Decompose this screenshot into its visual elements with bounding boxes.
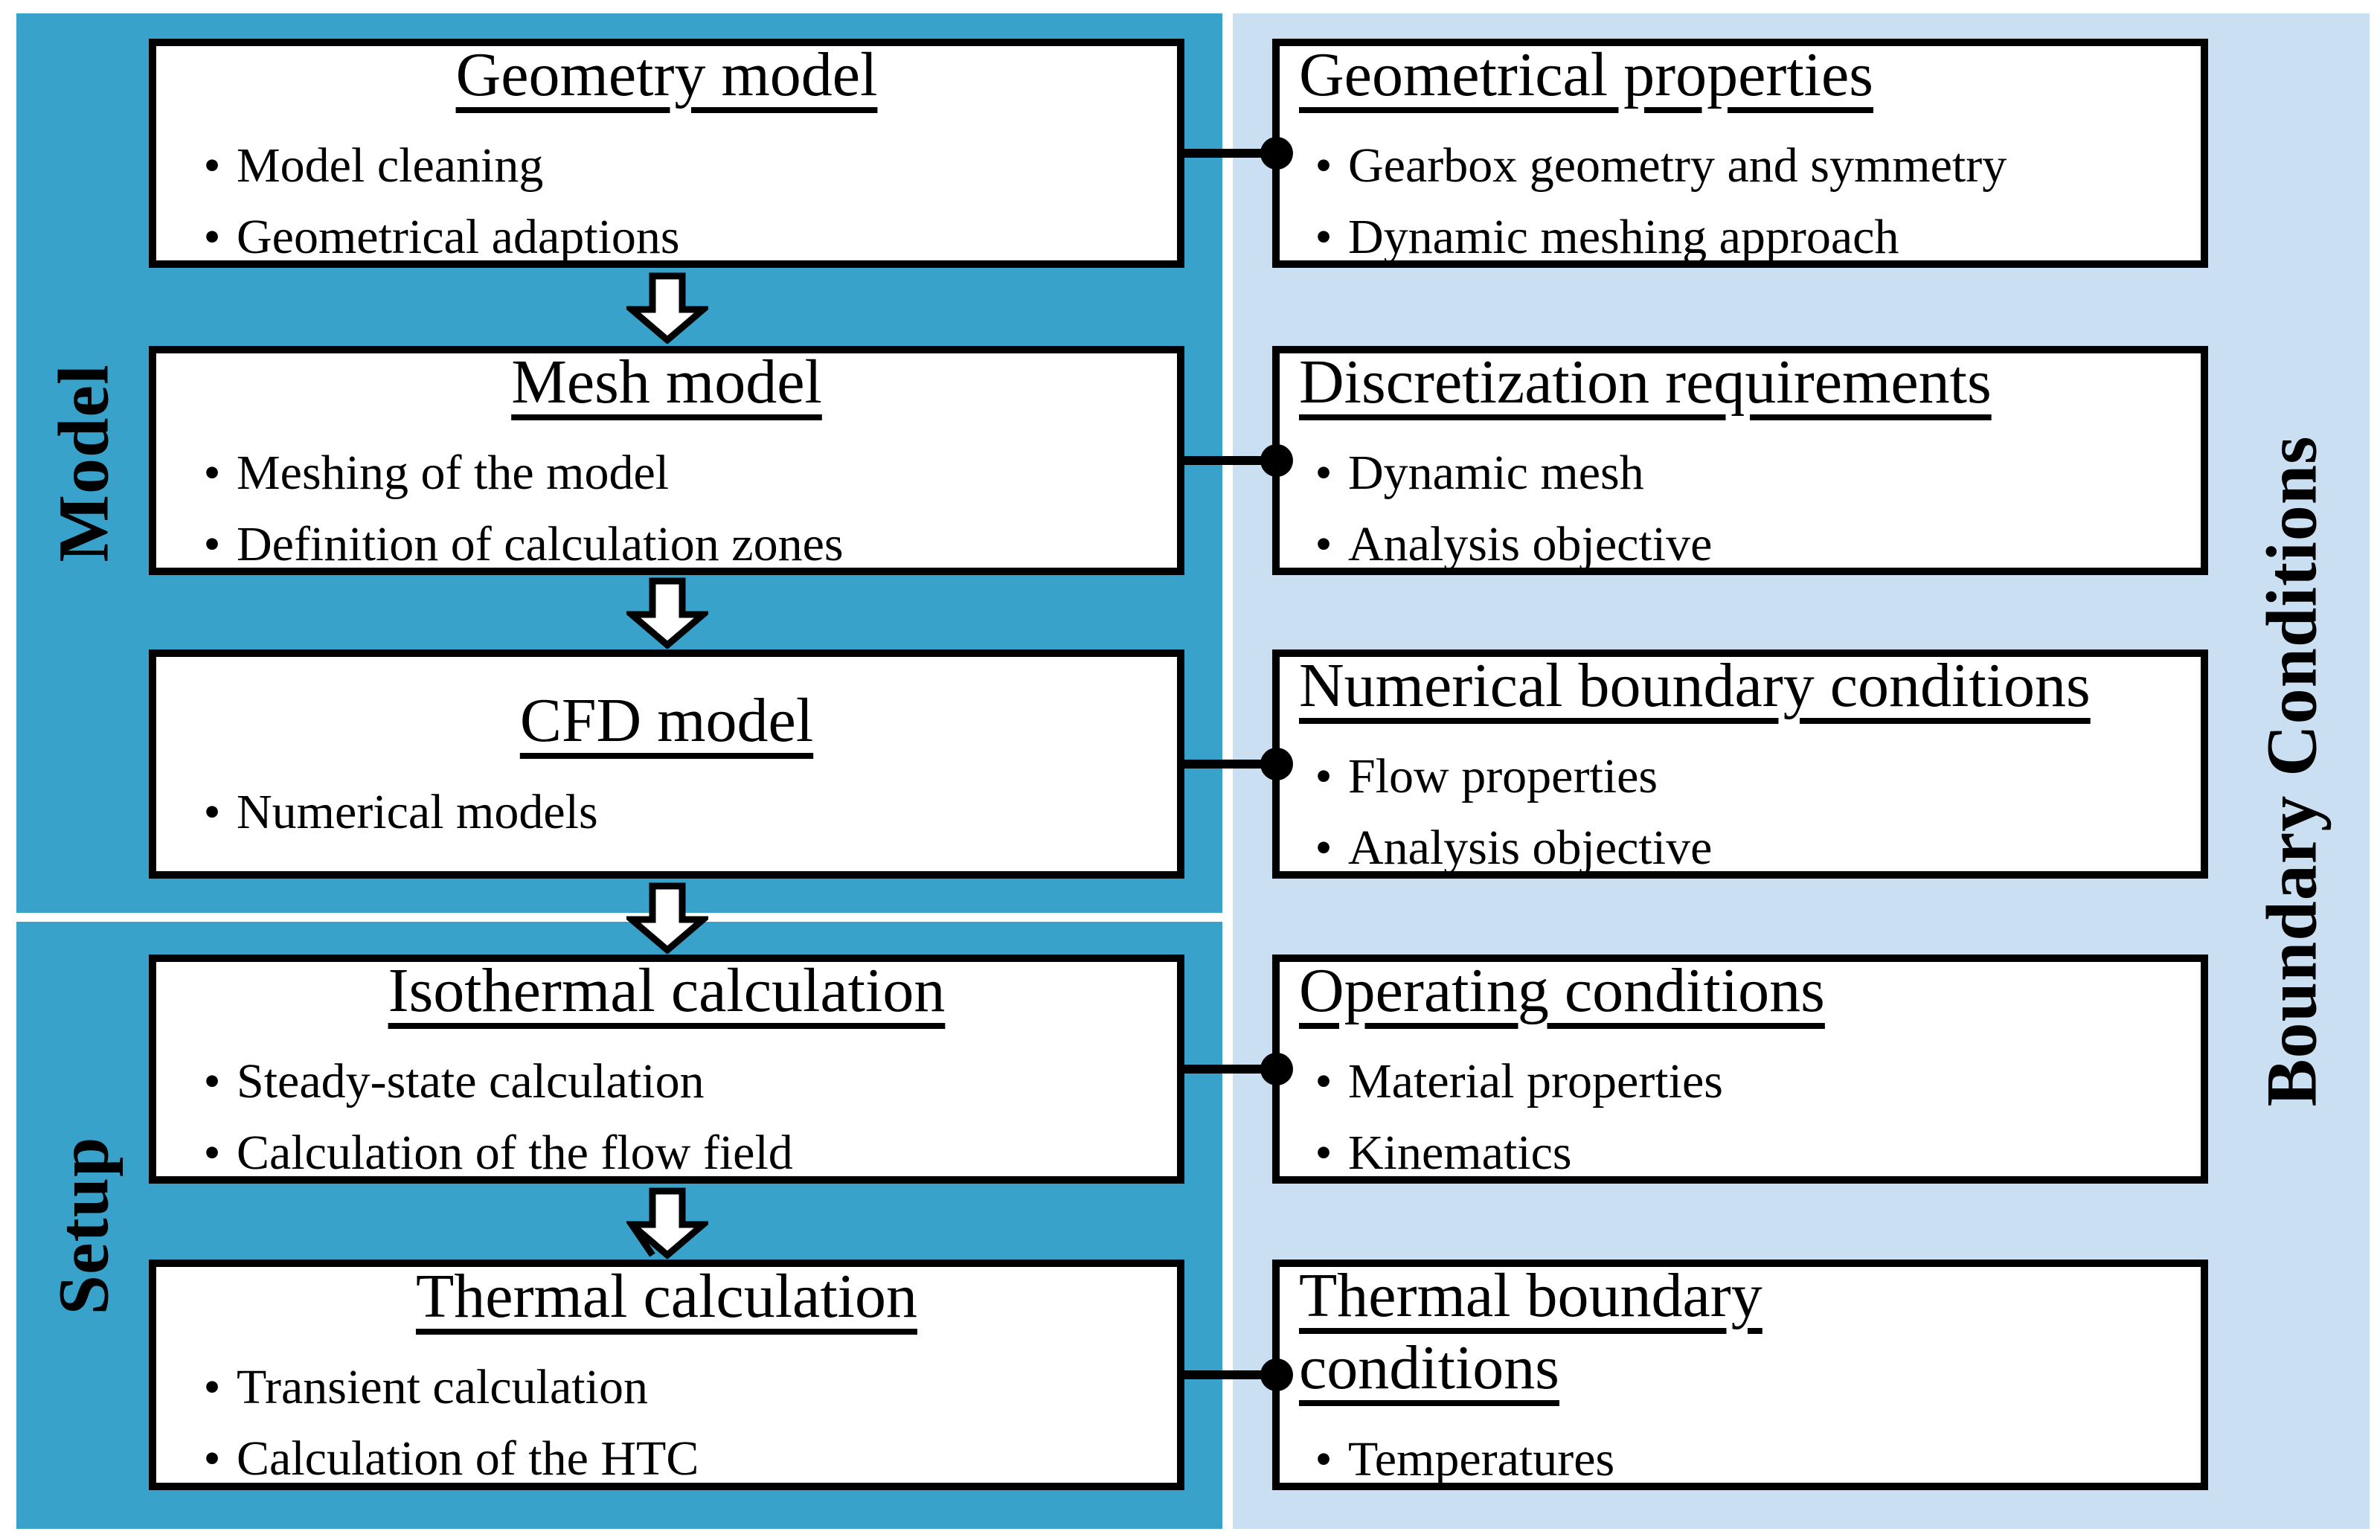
bullet-list: •Model cleaning •Geometrical adaptions <box>156 130 1177 272</box>
box-discretization-requirements: Discretization requirements •Dynamic mes… <box>1272 346 2208 575</box>
bullet-item: •Meshing of the model <box>156 437 1177 509</box>
bullet-item: •Definition of calculation zones <box>156 509 1177 580</box>
box-title: Thermal boundary conditions <box>1299 1260 1762 1403</box>
box-title: Discretization requirements <box>1299 347 1992 417</box>
box-title: Thermal calculation <box>415 1261 917 1331</box>
bullet-icon: • <box>1315 516 1332 571</box>
bullet-item: •Model cleaning <box>156 130 1177 202</box>
bullet-item: •Dynamic mesh <box>1280 437 2201 509</box>
box-thermal-boundary-conditions: Thermal boundary conditions •Temperature… <box>1272 1260 2208 1490</box>
box-cfd-model: CFD model •Numerical models <box>149 649 1184 879</box>
box-mesh-model: Mesh model •Meshing of the model •Defini… <box>149 346 1184 575</box>
box-title: Operating conditions <box>1299 955 1825 1025</box>
bullet-item: •Steady-state calculation <box>156 1046 1177 1117</box>
bullet-item: •Flow properties <box>1280 741 2201 812</box>
box-numerical-boundary-conditions: Numerical boundary conditions •Flow prop… <box>1272 649 2208 879</box>
bullet-icon: • <box>203 209 221 264</box>
box-title: Geometry model <box>455 39 878 109</box>
box-thermal-calculation: Thermal calculation •Transient calculati… <box>149 1260 1184 1490</box>
bullet-icon: • <box>203 1054 221 1109</box>
bullet-item: •Temperatures <box>1280 1424 2201 1495</box>
bullet-icon: • <box>1315 1125 1332 1180</box>
down-arrow-icon <box>625 1187 713 1260</box>
bullet-list: •Transient calculation •Calculation of t… <box>156 1352 1177 1494</box>
bullet-item: •Transient calculation <box>156 1352 1177 1423</box>
connector-dot <box>1260 1358 1293 1391</box>
bullet-icon: • <box>203 446 221 501</box>
bullet-icon: • <box>203 1360 221 1415</box>
bullet-icon: • <box>1315 749 1332 804</box>
bullet-icon: • <box>1315 1054 1332 1109</box>
bullet-list: •Steady-state calculation •Calculation o… <box>156 1046 1177 1188</box>
bullet-list: •Material properties •Kinematics <box>1280 1046 2201 1188</box>
box-title: Isothermal calculation <box>388 955 946 1025</box>
boundary-conditions-label: Boundary Conditions <box>2251 435 2332 1107</box>
bullet-icon: • <box>203 784 221 839</box>
box-title: Geometrical properties <box>1299 39 1873 109</box>
box-title: Mesh model <box>511 347 822 417</box>
bullet-icon: • <box>1315 209 1332 264</box>
bullet-item: •Geometrical adaptions <box>156 202 1177 273</box>
connector-dot <box>1260 137 1293 170</box>
bullet-icon: • <box>203 516 221 571</box>
bullet-icon: • <box>1315 1431 1332 1486</box>
bullet-icon: • <box>1315 820 1332 875</box>
bullet-icon: • <box>203 1431 221 1486</box>
bullet-list: •Dynamic mesh •Analysis objective <box>1280 437 2201 580</box>
bullet-icon: • <box>1315 446 1332 501</box>
connector-dot <box>1260 444 1293 477</box>
connector-dot <box>1260 1053 1293 1085</box>
down-arrow-icon <box>622 577 713 649</box>
bullet-list: •Meshing of the model •Definition of cal… <box>156 437 1177 580</box>
bullet-list: •Gearbox geometry and symmetry •Dynamic … <box>1280 130 2201 272</box>
bullet-icon: • <box>1315 138 1332 193</box>
bullet-icon: • <box>203 138 221 193</box>
bullet-list: •Numerical models <box>156 777 1177 848</box>
bullet-item: •Analysis objective <box>1280 812 2201 884</box>
bullet-item: •Numerical models <box>156 777 1177 848</box>
bullet-item: •Gearbox geometry and symmetry <box>1280 130 2201 202</box>
connector-line <box>1184 760 1283 769</box>
box-geometry-model: Geometry model •Model cleaning •Geometri… <box>149 39 1184 268</box>
box-geometrical-properties: Geometrical properties •Gearbox geometry… <box>1272 39 2208 268</box>
down-arrow-icon <box>622 882 713 955</box>
bullet-item: •Analysis objective <box>1280 509 2201 580</box>
bullet-item: •Material properties <box>1280 1046 2201 1117</box>
bullet-item: •Calculation of the flow field <box>156 1117 1177 1189</box>
connector-line <box>1184 456 1283 465</box>
setup-label-slot: Setup <box>16 922 150 1529</box>
bullet-list: •Flow properties •Analysis objective <box>1280 741 2201 883</box>
box-title: CFD model <box>519 686 814 756</box>
connector-dot <box>1260 748 1293 780</box>
bullet-item: •Dynamic meshing approach <box>1280 202 2201 273</box>
box-operating-conditions: Operating conditions •Material propertie… <box>1272 955 2208 1184</box>
down-arrow-icon <box>622 272 713 344</box>
bullet-list: •Temperatures <box>1280 1424 2201 1495</box>
box-title: Numerical boundary conditions <box>1299 650 2091 720</box>
boundary-conditions-label-slot: Boundary Conditions <box>2213 13 2370 1529</box>
bullet-item: •Kinematics <box>1280 1117 2201 1189</box>
connector-line <box>1184 1065 1283 1074</box>
connector-line <box>1184 149 1283 158</box>
bullet-item: •Calculation of the HTC <box>156 1423 1177 1495</box>
connector-line <box>1184 1370 1283 1379</box>
box-isothermal-calculation: Isothermal calculation •Steady-state cal… <box>149 955 1184 1184</box>
bullet-icon: • <box>203 1125 221 1180</box>
setup-section-label: Setup <box>43 1136 124 1315</box>
model-label-slot: Model <box>16 13 150 913</box>
model-section-label: Model <box>43 364 124 562</box>
